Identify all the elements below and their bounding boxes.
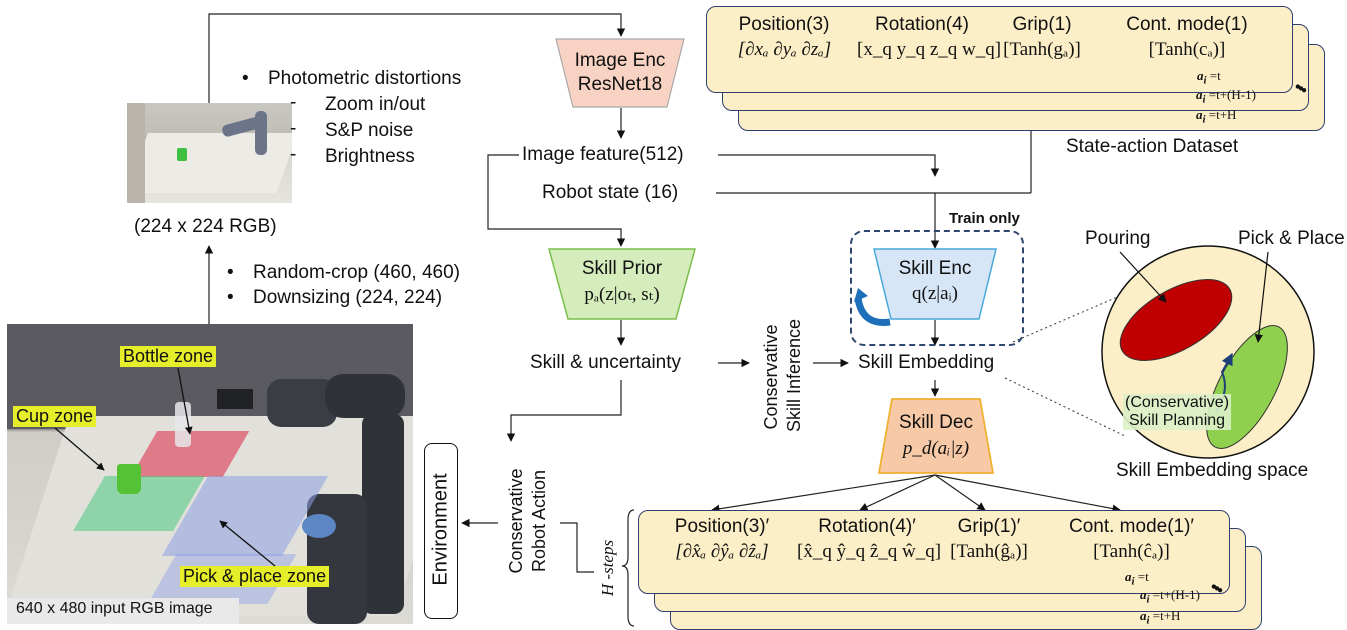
- dataset-formula-cont-mode: [Tanh(cₐ)]: [1148, 39, 1226, 60]
- environment-box: Environment: [424, 443, 458, 619]
- pick-place-zone-label: Pick & place zone: [180, 566, 330, 587]
- aug-random-crop: Random-crop (460, 460): [227, 262, 460, 284]
- output-formula-rotation: [x̂_q ŷ_q ẑ_q ŵ_q]: [797, 541, 942, 562]
- aug-zoom: Zoom in/out: [325, 94, 426, 115]
- input-image-caption: 640 x 480 input RGB image: [16, 600, 213, 617]
- skill-prior-formula: pₐ(z|oₜ, sₜ): [584, 284, 660, 305]
- output-formula-cont-mode: [Tanh(ĉₐ)]: [1093, 541, 1170, 562]
- skill-encoder-formula: q(z|aᵢ): [912, 283, 958, 304]
- dataset-header-cont-mode: Cont. mode(1): [1126, 14, 1248, 35]
- image-encoder-title: Image Enc: [574, 50, 666, 71]
- aug-photometric: Photometric distortions: [242, 68, 461, 90]
- output-index-t-h-1: ai =t+(H-1): [1140, 587, 1200, 606]
- skill-decoder-title: Skill Dec: [899, 412, 973, 433]
- dataset-formula-position: [∂xₐ ∂yₐ ∂zₐ]: [737, 39, 832, 60]
- pouring-label: Pouring: [1085, 228, 1151, 249]
- dataset-header-grip: Grip(1): [1012, 14, 1072, 35]
- resized-robot-photo: [127, 103, 292, 203]
- image-encoder-subtitle: ResNet18: [577, 74, 663, 95]
- pick-place-space-label: Pick & Place: [1238, 228, 1345, 249]
- conservative-skill-inference: Conservative Skill Inference: [761, 318, 804, 432]
- dataset-header-position: Position(3): [738, 14, 830, 35]
- skill-decoder-formula: p_d(aᵢ|z): [902, 438, 970, 459]
- output-header-cont-mode: Cont. mode(1)′: [1068, 516, 1194, 537]
- h-steps-label: H -steps: [598, 539, 617, 597]
- embedding-space-caption: Skill Embedding space: [1116, 460, 1309, 481]
- aug-downsizing: Downsizing (224, 224): [227, 287, 442, 309]
- skill-encoder-title: Skill Enc: [898, 258, 972, 279]
- output-header-position: Position(3)′: [674, 516, 770, 537]
- train-only-label: Train only: [949, 210, 1020, 227]
- aug-brightness: Brightness: [325, 146, 415, 167]
- dataset-card-front: Position(3) Rotation(4) Grip(1) Cont. mo…: [706, 6, 1293, 93]
- zone-pointer-arrows: [54, 367, 276, 567]
- aug-sp-noise: S&P noise: [325, 120, 414, 141]
- output-header-rotation: Rotation(4)′: [818, 516, 916, 537]
- dataset-formula-rotation: [x_q y_q z_q w_q]: [857, 39, 1002, 60]
- skill-planning-label: (Conservative) Skill Planning: [1123, 394, 1232, 430]
- dataset-formula-grip: [Tanh(gₐ)]: [1003, 39, 1081, 60]
- image-feature-label: Image feature(512): [522, 144, 684, 165]
- output-formula-grip: [Tanh(ĝₐ)]: [950, 541, 1028, 562]
- dataset-caption: State-action Dataset: [1066, 136, 1239, 157]
- skill-prior-block: Skill Prior pₐ(z|oₜ, sₜ): [548, 248, 696, 320]
- refresh-icon: [854, 288, 891, 326]
- cup-zone-label: Cup zone: [13, 406, 97, 427]
- train-only-box: [850, 230, 1024, 346]
- skill-uncertainty-label: Skill & uncertainty: [530, 352, 682, 373]
- dataset-header-rotation: Rotation(4): [875, 14, 969, 35]
- output-index-t-h: ai =t+H: [1140, 608, 1181, 627]
- skill-prior-title: Skill Prior: [581, 258, 663, 279]
- dataset-index-t-h: ai =t+H: [1196, 107, 1237, 126]
- dataset-index-t-h-1: ai =t+(H-1): [1196, 87, 1256, 106]
- environment-label: Environment: [429, 473, 452, 586]
- output-header-grip: Grip(1)′: [957, 516, 1021, 537]
- skill-encoder-block: Skill Enc q(z|aᵢ): [873, 248, 997, 320]
- resized-caption: (224 x 224 RGB): [134, 216, 277, 237]
- bottle-zone-label: Bottle zone: [120, 346, 217, 367]
- output-formula-position: [∂x̂ₐ ∂ŷₐ ∂ẑₐ]: [675, 541, 769, 562]
- dataset-index-t: ai =t: [1197, 68, 1221, 87]
- skill-embedding-label: Skill Embedding: [858, 352, 995, 373]
- robot-state-label: Robot state (16): [542, 182, 679, 203]
- output-index-t: ai =t: [1125, 569, 1149, 588]
- skill-decoder-block: Skill Dec p_d(aᵢ|z): [878, 398, 994, 474]
- image-encoder-block: Image Enc ResNet18: [555, 38, 685, 108]
- output-card-front: Position(3)′ Rotation(4)′ Grip(1)′ Cont.…: [638, 510, 1230, 594]
- conservative-robot-action: Conservative Robot Action: [506, 468, 549, 574]
